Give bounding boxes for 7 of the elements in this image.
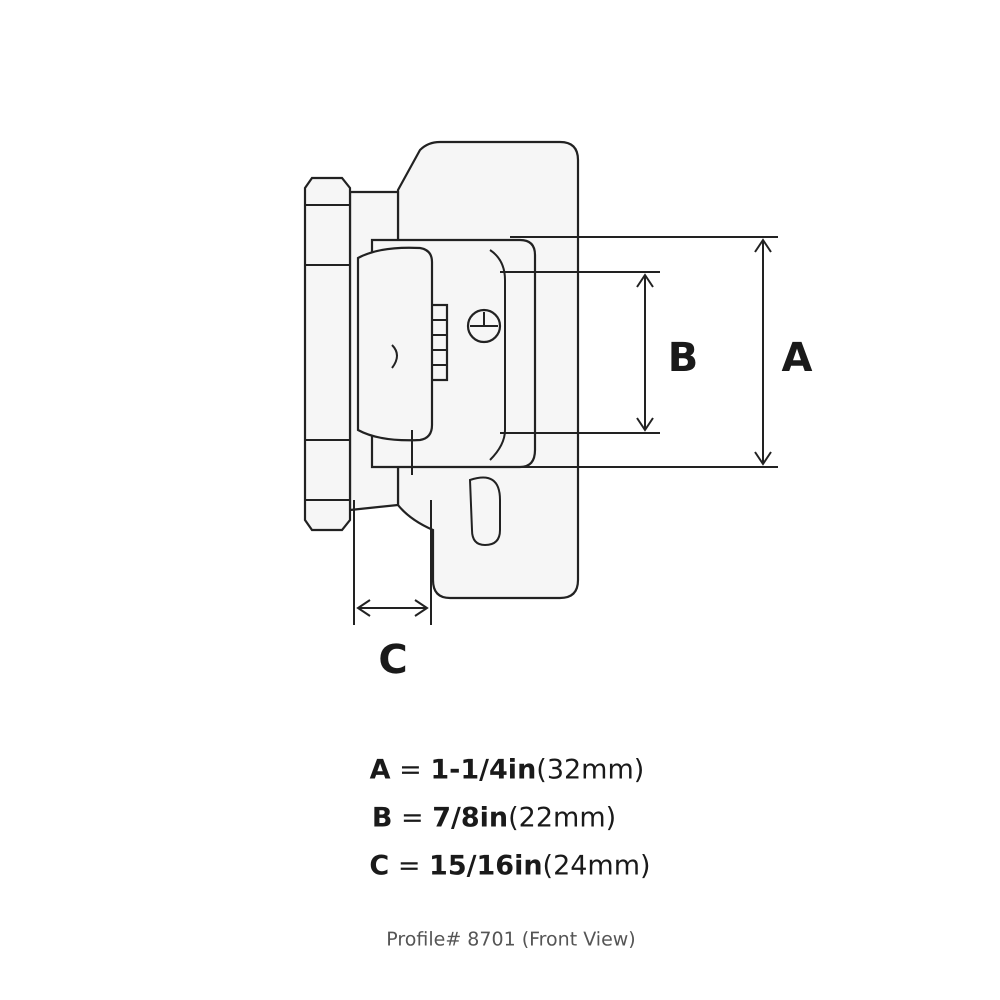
caption: Profile# 8701 (Front View) (386, 930, 636, 950)
dimension-value: A = 1-1/4in(32mm) (370, 756, 644, 784)
dimension-value: C = 15/16in(24mm) (369, 852, 651, 880)
dimension-letter: A (782, 338, 812, 378)
dimension-letter: C (378, 640, 408, 680)
dimension-value: B = 7/8in(22mm) (372, 804, 616, 832)
dimension-letter: B (668, 338, 698, 378)
